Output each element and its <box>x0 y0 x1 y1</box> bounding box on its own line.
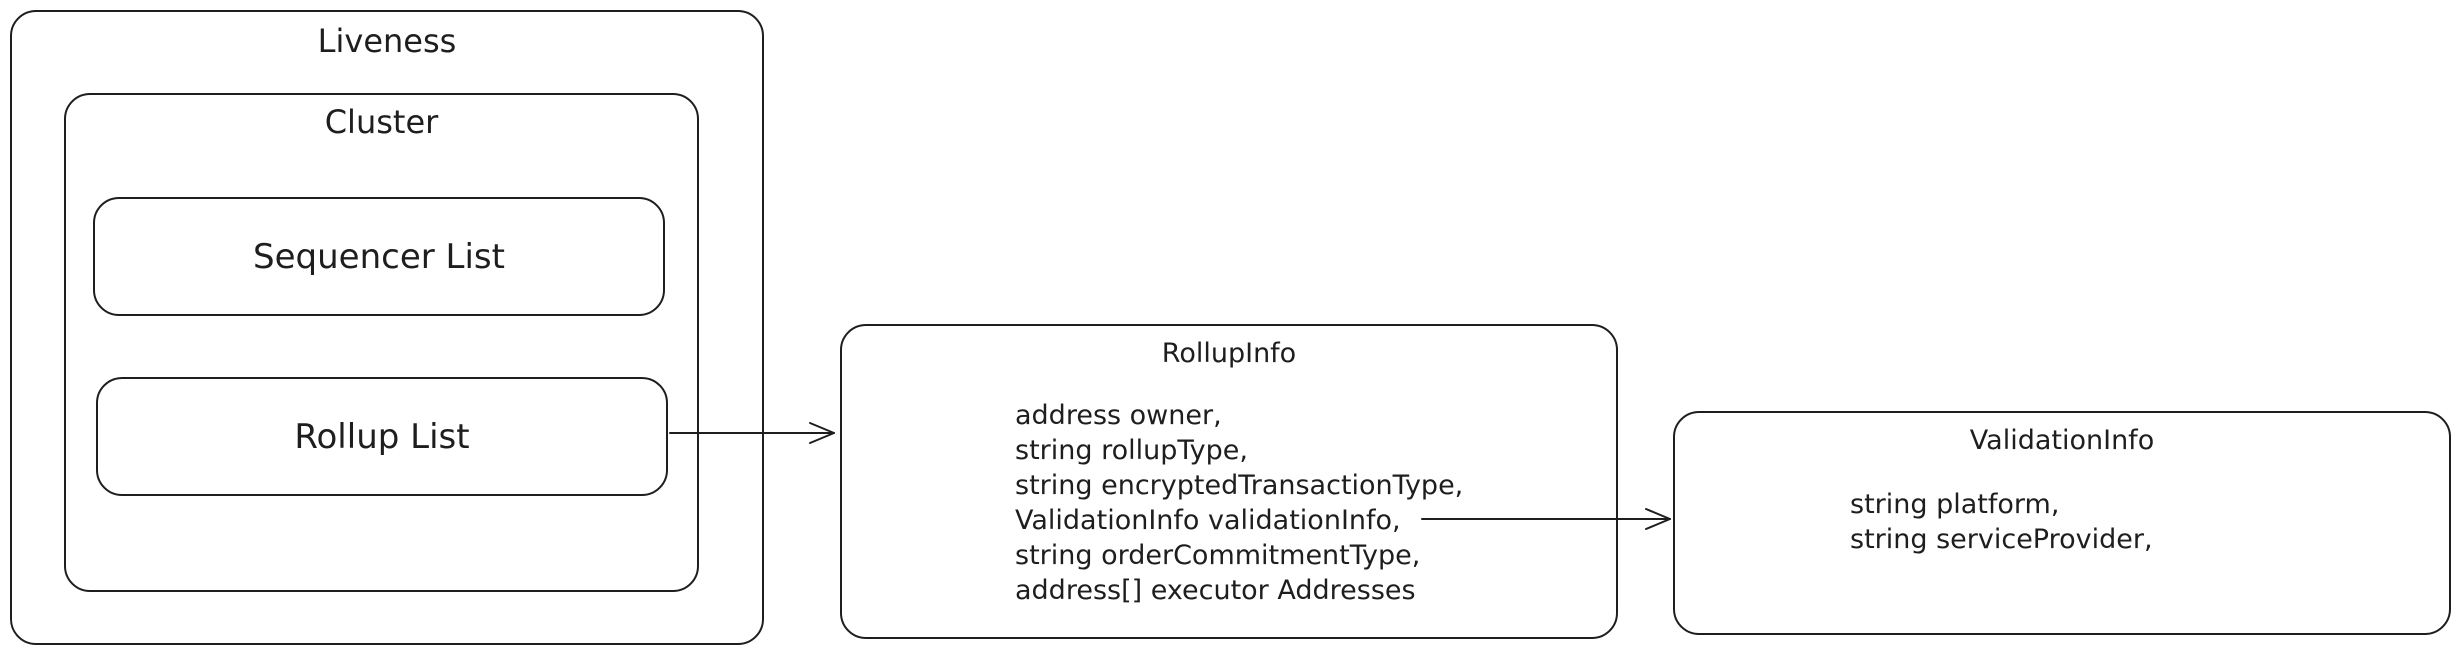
rollup-info-field: string encryptedTransactionType, <box>1015 470 1464 501</box>
validation-info-field: string platform, <box>1850 489 2060 520</box>
rollup-list-box: Rollup List <box>96 377 668 496</box>
liveness-box: Liveness <box>10 10 764 645</box>
validation-info-title: ValidationInfo <box>1969 425 2155 456</box>
rollup-info-title: RollupInfo <box>1161 338 1297 369</box>
rollup-info-field: string orderCommitmentType, <box>1015 540 1421 571</box>
validation-info-fields: string platform, string serviceProvider, <box>1850 487 2153 557</box>
sequencer-list-box: Sequencer List <box>93 197 665 316</box>
rollup-info-field: address owner, <box>1015 400 1222 431</box>
sequencer-list-label: Sequencer List <box>253 236 505 277</box>
validation-info-field: string serviceProvider, <box>1850 524 2153 555</box>
liveness-title: Liveness <box>317 22 457 60</box>
rollup-info-field: string rollupType, <box>1015 435 1248 466</box>
rollup-info-field: address[] executor Addresses <box>1015 575 1416 606</box>
cluster-box: Cluster <box>64 93 699 592</box>
rollup-list-label: Rollup List <box>294 416 470 457</box>
validation-info-box: ValidationInfo string platform, string se… <box>1673 411 2451 635</box>
validation-info-field-to-validation-info-arrow <box>1421 508 1671 530</box>
rollup-list-to-rollup-info-arrow <box>669 422 835 444</box>
rollup-info-fields: address owner, string rollupType, string e… <box>1015 398 1463 608</box>
cluster-title: Cluster <box>324 103 439 141</box>
rollup-info-box: RollupInfo address owner, string rollupTy… <box>840 324 1618 639</box>
rollup-info-field: ValidationInfo validationInfo, <box>1015 505 1401 536</box>
